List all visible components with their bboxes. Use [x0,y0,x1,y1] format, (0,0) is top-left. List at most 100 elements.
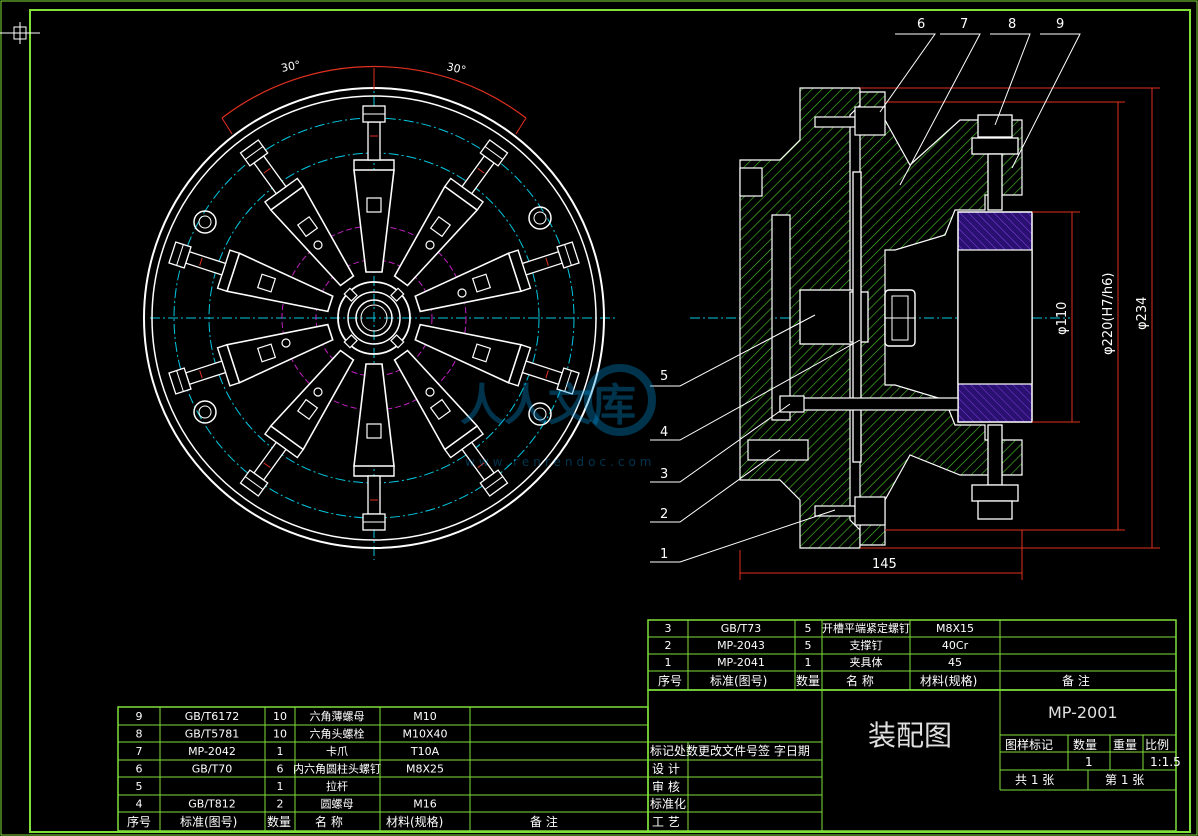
jaw-bolt [521,250,564,276]
pin-hole [457,288,467,298]
bom-lower-cell-no: 6 [136,763,143,776]
label-scale: 比例 [1145,738,1169,752]
bom-lower-cell-mat: T10A [410,745,440,758]
hub-outer [337,281,411,355]
jaw-assembly [168,241,334,313]
bom-upper-h-name: 名 称 [846,673,874,688]
bom-lower-h-std: 标准(图号) [180,815,237,829]
cap-screw-top [814,106,886,136]
balloon-1: 1 [660,547,668,562]
bom-lower-cell-qty: 10 [273,710,287,723]
jaw-assembly [168,323,334,395]
balloon-6: 6 [917,17,925,32]
bom-upper-cell-mat: 45 [948,656,962,669]
bom-lower-h-note: 备 注 [530,814,558,829]
role-review: 审 核 [652,779,680,794]
balloon-5: 5 [660,369,668,384]
bom-lower-cell-mat: M8X25 [406,763,444,776]
bom-lower-cell-name: 六角薄螺母 [310,709,365,723]
bom-lower-cell-std: GB/T812 [188,798,236,811]
watermark-url: www.renrendoc.com [465,455,655,469]
jaw-assembly [393,139,509,287]
angle-label-left: 30° [280,58,302,75]
bom-upper-cell-std: MP-2041 [717,656,765,669]
role-process: 工 艺 [652,815,680,829]
bom-upper-cell-no: 2 [665,639,672,652]
bom-upper-cell-mat: M8X15 [936,622,974,635]
jaw [393,185,479,287]
bom-upper-cell-name: 夹具体 [850,655,883,669]
jaw-bolt [367,475,381,515]
dimensions [739,87,1160,580]
bom-lower-cell-std: MP-2042 [188,745,236,758]
jaw-assembly [239,349,355,497]
balloon-3: 3 [660,467,668,482]
jaw-assembly [239,139,355,287]
jaw-bolt [184,360,227,386]
watermark-text: 人人文库 [460,380,636,431]
title-block: 标记处数更改文件号签 字日期 设 计 审 核 标准化 工 艺 装配图 MP-20… [647,689,1181,832]
sheet-number: 第 1 张 [1105,773,1144,787]
leader-lines [650,33,1081,563]
balloon-4: 4 [660,425,668,440]
bom-lower-cell-qty: 1 [277,780,284,793]
bom-upper-cell-mat: 40Cr [942,639,969,652]
bom-upper-cell-no: 3 [665,622,672,635]
front-view: 30° 30° [143,58,615,560]
balloon-8: 8 [1008,17,1016,32]
bom-lower-cell-qty: 6 [277,763,284,776]
bom-lower-cell-no: 7 [136,745,143,758]
dim-length: 145 [872,557,897,572]
drawing-number: MP-2001 [1048,703,1118,722]
bom-upper-h-qty: 数量 [796,673,820,688]
pin-hole [425,240,435,250]
bom-upper-h-mat: 材料(规格) [920,673,977,688]
label-qty: 数量 [1073,737,1097,752]
section-view: 145 φ110 φ220(H7/h6) φ234 1 2 3 4 5 6 7 … [650,17,1160,580]
jaw-bolt [253,441,287,482]
angle-dim-arc [221,65,527,119]
bom-upper-cell-qty: 1 [805,656,812,669]
balloon-2: 2 [660,507,668,522]
hub-bore [355,299,393,337]
jaw-bolt [253,154,287,195]
bom-lower-cell-no: 5 [136,780,143,793]
bom-lower-cell-qty: 1 [277,745,284,758]
support-pin [747,439,809,461]
bom-upper-cell-name: 开槽平端紧定螺钉 [822,621,910,635]
tie-rod [779,397,959,411]
rod-vertical [852,171,862,463]
bom-upper-cell-qty: 5 [805,622,812,635]
bom-lower-cell-std: GB/T5781 [185,728,240,741]
bom-lower-h-qty: 数量 [267,814,291,829]
bom-upper-cell-no: 1 [665,656,672,669]
bom-upper-h-note: 备 注 [1062,673,1090,688]
drawing-title: 装配图 [868,719,952,752]
bom-lower-cell-mat: M10 [413,710,437,723]
bom-upper-h-std: 标准(图号) [710,674,767,688]
label-stage: 图样标记 [1005,737,1053,752]
jaw-bolt [367,121,381,161]
bom-lower-cell-name: 拉杆 [326,779,348,793]
bom-lower-cell-mat: M16 [413,798,437,811]
round-nut [884,289,916,347]
bom-upper-cell-name: 支撑钉 [850,638,883,652]
hex-bolt-top [971,114,1019,211]
dim-d110: φ110 [1055,302,1070,335]
bom-lower-cell-name: 卡爪 [326,745,348,758]
hub-thread [360,304,388,332]
pin-hole [425,387,435,397]
bom-upper-cell-qty: 5 [805,639,812,652]
bom-lower-cell-no: 4 [136,798,143,811]
jaw [353,363,395,467]
inner-rim [151,95,597,541]
bom-lower-cell-no: 8 [136,728,143,741]
hub-mid [347,291,401,345]
label-weight: 重量 [1113,738,1137,752]
role-design: 设 计 [652,762,680,776]
jaw [353,169,395,273]
jaw-assembly [414,323,580,395]
jaw-assembly [414,241,580,313]
